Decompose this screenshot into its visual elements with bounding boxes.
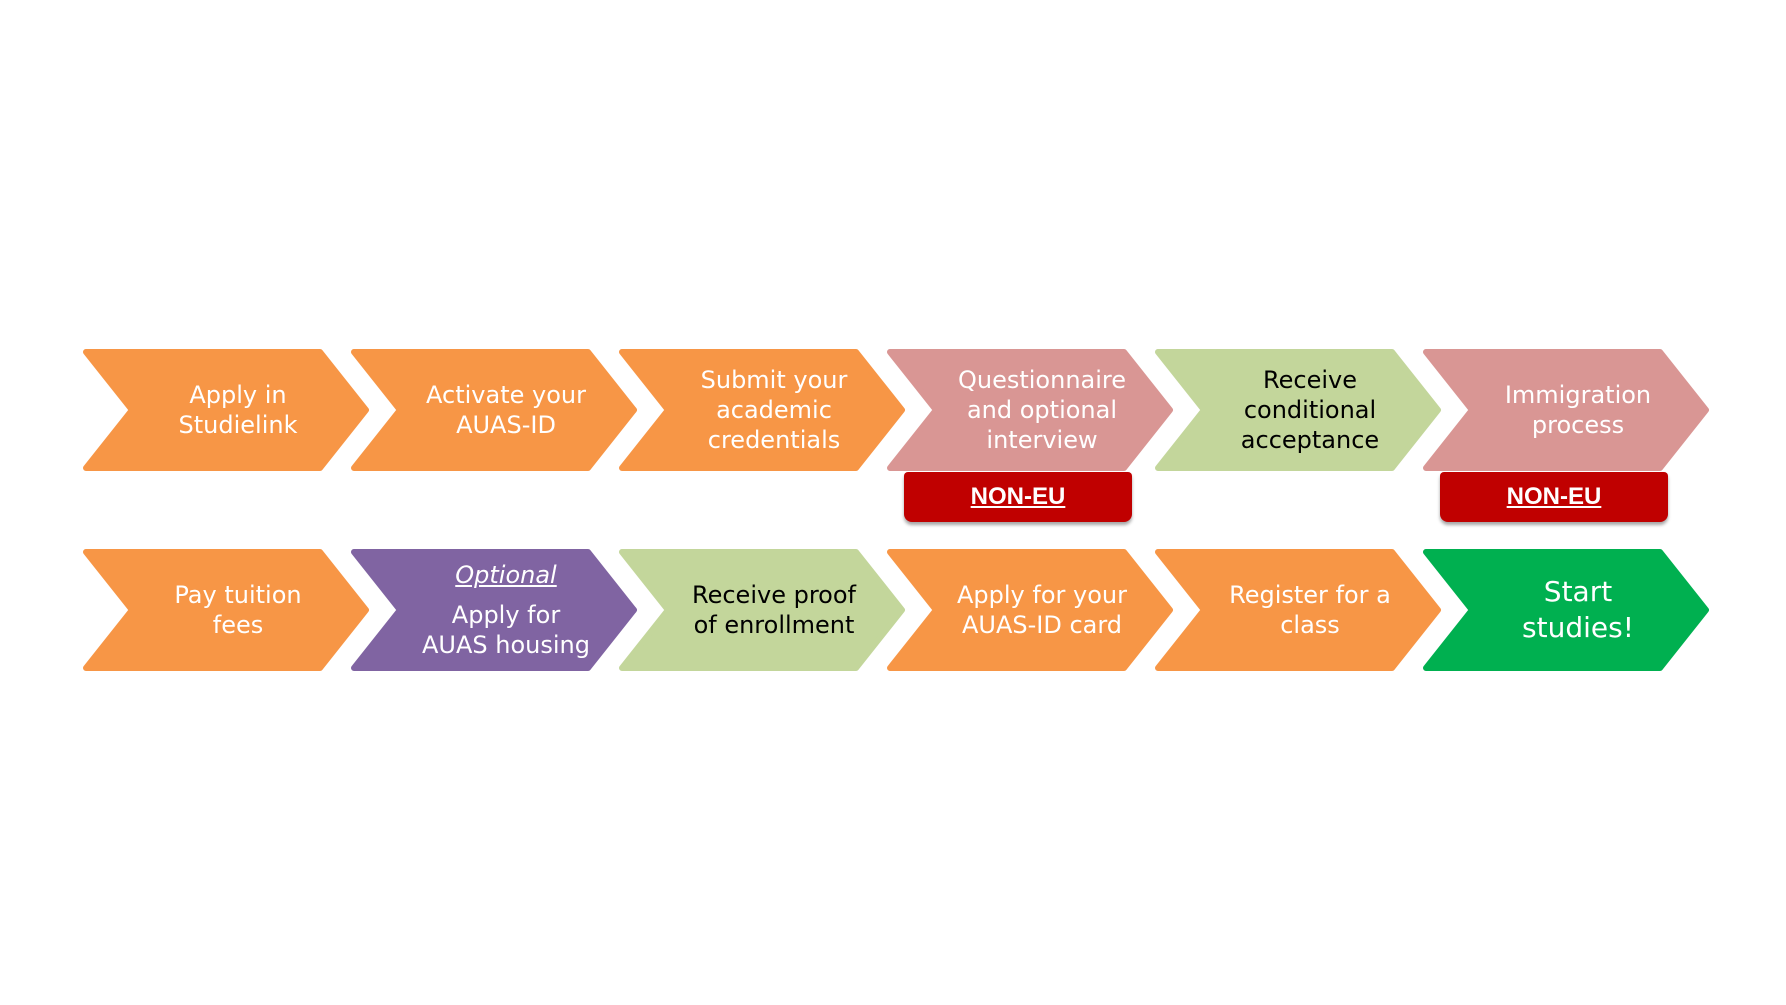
non-eu-badge: NON-EU (1440, 472, 1668, 522)
step-label-line: academic (716, 396, 832, 424)
step-label-line: Immigration (1504, 381, 1652, 409)
chevron-fill (83, 549, 369, 671)
chevron-arrow-shape (83, 349, 369, 471)
chevron-arrow-shape (1423, 549, 1709, 671)
step-label-line: Questionnaire (957, 366, 1127, 394)
step-label-line: Submit your (700, 366, 848, 394)
chevron-fill (887, 349, 1173, 471)
step-label-line: AUAS housing (422, 631, 590, 659)
chevron-arrow-shape (887, 349, 1173, 471)
step-label-line: credentials (707, 426, 841, 454)
chevron-fill (619, 349, 905, 471)
chevron-fill (351, 349, 637, 471)
step-label-line: fees (212, 611, 264, 639)
chevron-fill (351, 549, 637, 671)
step-label-line: studies! (1522, 611, 1634, 644)
step-label-line: AUAS-ID (456, 411, 556, 439)
step-label-line: Studielink (178, 411, 298, 439)
step-label-line: class (1280, 611, 1340, 639)
chevron-arrow-shape (83, 549, 369, 671)
step-label-line: Receive proof (692, 581, 856, 609)
step-label-line: Receive (1263, 366, 1357, 394)
chevron-arrow-shape (1155, 349, 1441, 471)
step-label-line: Start (1543, 575, 1613, 608)
chevron-fill (619, 549, 905, 671)
non-eu-badge: NON-EU (904, 472, 1132, 522)
chevron-fill (1155, 349, 1441, 471)
step-label-line: Apply for (451, 601, 561, 629)
chevron-arrow-shape (887, 549, 1173, 671)
chevron-arrow-shape (619, 549, 905, 671)
step-label-line: conditional (1243, 396, 1377, 424)
step-label-line: of enrollment (693, 611, 855, 639)
step-label-line: and optional (966, 396, 1118, 424)
step-label-line: Apply in (189, 381, 287, 409)
step-label-line: AUAS-ID card (961, 611, 1123, 639)
chevron-arrow-shape (1155, 549, 1441, 671)
chevron-fill (83, 349, 369, 471)
step-label-line: process (1531, 411, 1625, 439)
chevron-arrow-shape (351, 549, 637, 671)
optional-tag: Optional (455, 561, 557, 589)
step-label-line: Apply for your (957, 581, 1127, 609)
chevron-fill (1423, 349, 1709, 471)
step-label-line: Register for a (1229, 581, 1391, 609)
chevron-arrow-shape (351, 349, 637, 471)
chevron-fill (1155, 549, 1441, 671)
chevron-fill (887, 549, 1173, 671)
step-label-line: Pay tuition (174, 581, 302, 609)
chevron-fill (1423, 549, 1709, 671)
chevron-arrow-shape (1423, 349, 1709, 471)
chevron-arrow-shape (619, 349, 905, 471)
step-label-line: interview (986, 426, 1098, 454)
step-label-line: acceptance (1240, 426, 1380, 454)
step-label-line: Activate your (426, 381, 586, 409)
